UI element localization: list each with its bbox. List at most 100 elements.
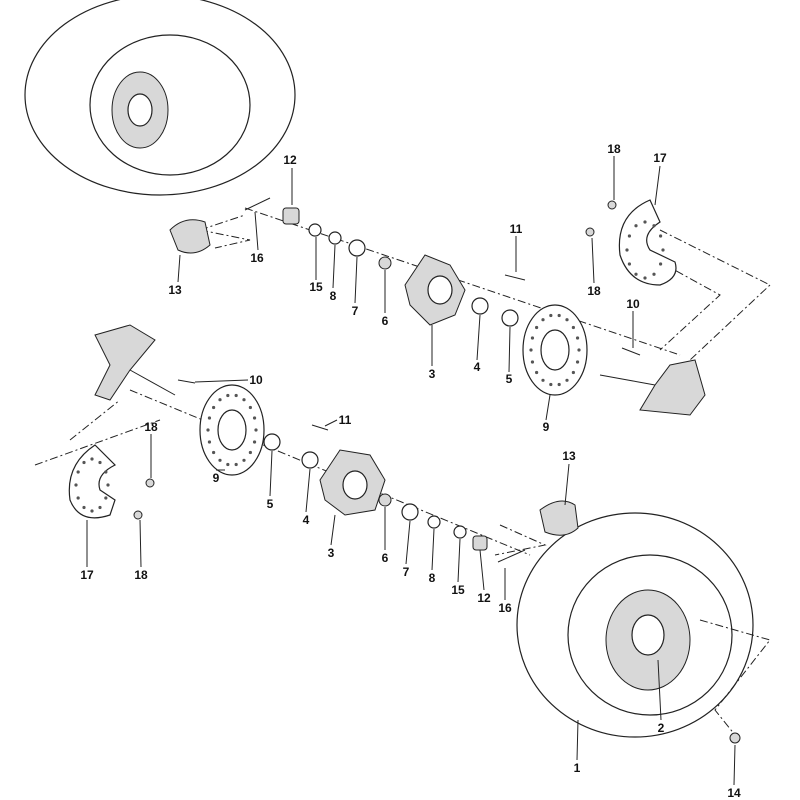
perforation-dot bbox=[577, 348, 581, 352]
perforation-dot bbox=[106, 483, 110, 487]
callout-8: 8 bbox=[429, 571, 436, 585]
callout-7: 7 bbox=[352, 304, 359, 318]
perforation-dot bbox=[206, 428, 210, 432]
callout-1: 1 bbox=[574, 761, 581, 775]
dust-cap-13-lower bbox=[539, 500, 579, 536]
callout-3: 3 bbox=[328, 546, 335, 560]
perforation-dot bbox=[82, 505, 86, 510]
callout-7: 7 bbox=[403, 565, 410, 579]
perforation-dot bbox=[658, 234, 663, 238]
shield-17-lower bbox=[68, 444, 117, 519]
spindle-left bbox=[94, 324, 156, 401]
perforation-dot bbox=[625, 248, 629, 252]
perforation-dot bbox=[643, 276, 647, 280]
callout-11: 11 bbox=[510, 222, 523, 236]
callout-9: 9 bbox=[543, 420, 550, 434]
perforation-dot bbox=[530, 336, 535, 340]
perforation-dot bbox=[104, 470, 108, 474]
callout-16: 16 bbox=[498, 601, 512, 615]
perforation-dot bbox=[252, 440, 257, 444]
perforation-dot bbox=[218, 458, 222, 462]
washers-upper bbox=[308, 223, 519, 327]
perforation-dot bbox=[643, 220, 647, 224]
perforation-dot bbox=[207, 440, 212, 444]
callout-4: 4 bbox=[303, 513, 310, 527]
perforation-dot bbox=[557, 313, 561, 318]
perforation-dot bbox=[557, 382, 561, 387]
callout-11: 11 bbox=[339, 413, 352, 427]
perforation-dot bbox=[529, 348, 533, 352]
perforation-dot bbox=[634, 224, 638, 228]
callout-16: 16 bbox=[250, 251, 264, 265]
callout-18: 18 bbox=[144, 420, 158, 434]
valve-cap-14 bbox=[729, 732, 741, 744]
perforation-dot bbox=[535, 370, 539, 375]
callout-2: 2 bbox=[658, 721, 665, 735]
perforation-dot bbox=[254, 428, 258, 432]
perforation-dot bbox=[541, 318, 545, 322]
callout-6: 6 bbox=[382, 314, 389, 328]
perforation-dot bbox=[248, 405, 252, 410]
perforation-dot bbox=[571, 370, 575, 375]
perforation-dot bbox=[627, 262, 632, 266]
spindle-right bbox=[639, 359, 706, 416]
castle-nut-12-upper bbox=[282, 207, 300, 225]
callout-18: 18 bbox=[587, 284, 601, 298]
callout-10: 10 bbox=[249, 373, 263, 387]
perforation-dot bbox=[252, 416, 257, 420]
perforation-dot bbox=[549, 382, 553, 387]
perforation-dot bbox=[652, 272, 656, 276]
perforation-dot bbox=[658, 262, 663, 266]
callout-5: 5 bbox=[506, 372, 513, 386]
perforation-dot bbox=[226, 462, 230, 467]
callout-15: 15 bbox=[451, 583, 465, 597]
tire-top-left bbox=[24, 0, 296, 196]
washers-lower bbox=[263, 433, 467, 539]
perforation-dot bbox=[575, 336, 580, 340]
callout-15: 15 bbox=[309, 280, 323, 294]
callout-labels: 12 16 13 15 8 7 6 11 3 4 5 18 17 18 10 9… bbox=[80, 142, 741, 800]
brake-disc-9-lower bbox=[199, 384, 265, 476]
perforation-dot bbox=[652, 224, 656, 228]
perforation-dot bbox=[565, 318, 569, 322]
callout-17: 17 bbox=[653, 151, 667, 165]
perforation-dot bbox=[234, 393, 238, 398]
dust-cap-13-upper bbox=[169, 219, 211, 254]
callout-6: 6 bbox=[382, 551, 389, 565]
callout-18: 18 bbox=[607, 142, 621, 156]
callout-18: 18 bbox=[134, 568, 148, 582]
callout-12: 12 bbox=[477, 591, 491, 605]
brake-disc-9-upper bbox=[522, 304, 588, 396]
callout-5: 5 bbox=[267, 497, 274, 511]
perforation-dot bbox=[661, 248, 665, 252]
callout-13: 13 bbox=[562, 449, 576, 463]
perforation-dot bbox=[82, 460, 86, 465]
callout-3: 3 bbox=[429, 367, 436, 381]
perforation-dot bbox=[90, 509, 94, 513]
callout-10: 10 bbox=[626, 297, 640, 311]
perforation-dot bbox=[226, 393, 230, 398]
callout-17: 17 bbox=[80, 568, 94, 582]
perforation-dot bbox=[248, 450, 252, 455]
callout-4: 4 bbox=[474, 360, 481, 374]
perforation-dot bbox=[549, 313, 553, 318]
perforation-dot bbox=[76, 496, 80, 500]
callout-13: 13 bbox=[168, 283, 182, 297]
shield-17-upper bbox=[618, 199, 677, 286]
callout-14: 14 bbox=[727, 786, 741, 800]
castle-nut-12-lower bbox=[472, 535, 488, 551]
perforation-dot bbox=[234, 462, 238, 467]
tire-bottom-right bbox=[516, 512, 754, 738]
perforation-dot bbox=[627, 234, 632, 238]
perforation-dots bbox=[74, 220, 665, 513]
perforation-dot bbox=[575, 360, 580, 364]
perforation-dot bbox=[76, 470, 80, 474]
callout-12: 12 bbox=[283, 153, 297, 167]
perforation-dot bbox=[541, 378, 545, 382]
callout-9: 9 bbox=[213, 471, 220, 485]
perforation-dot bbox=[90, 457, 94, 461]
perforation-dot bbox=[242, 458, 246, 462]
perforation-dot bbox=[218, 398, 222, 402]
